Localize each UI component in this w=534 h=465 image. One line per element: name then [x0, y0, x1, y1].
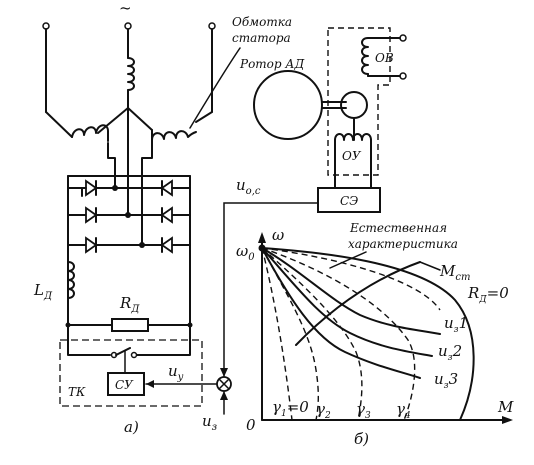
rotor-circle: [253, 70, 323, 140]
diode: [85, 236, 98, 254]
rd-zero-label: RД=0: [467, 284, 509, 305]
su-block: СУ: [107, 372, 145, 396]
diode: [85, 206, 98, 224]
uos-label: uо,с: [236, 176, 261, 197]
coil-middle: [127, 57, 135, 91]
se-block: СЭ: [317, 187, 381, 213]
tilde-label: ~: [119, 0, 132, 17]
tk-label: ТК: [68, 385, 86, 399]
uz3-curve: [261, 247, 421, 379]
omega-axis-label: ω: [272, 226, 284, 244]
m-axis-label: M: [497, 398, 514, 416]
gamma3-curve: [261, 247, 363, 421]
uz1-curve: [261, 247, 441, 335]
ld-label: LД: [33, 281, 53, 302]
uz2-label: uз2: [438, 342, 462, 363]
origin-label: 0: [246, 416, 256, 434]
gamma4-label: γ4: [396, 400, 411, 421]
rd-label: RД: [119, 294, 140, 315]
gamma3-label: γ3: [356, 400, 371, 421]
su-label: СУ: [115, 378, 134, 392]
natural-label-2: характеристика: [348, 237, 458, 251]
summing-junction: [216, 376, 232, 392]
mechanical-characteristics-graph: ω ω0 M 0 Естественная характеристика Mст…: [236, 221, 514, 448]
gamma5-curve: [261, 247, 441, 311]
uz2-curve: [261, 247, 433, 357]
resistor-rd: RД: [65, 294, 193, 332]
ov-label: ОВ: [375, 51, 394, 65]
diode: [160, 179, 173, 197]
natural-characteristic-curve: [261, 247, 475, 421]
uz-label: uз: [202, 412, 217, 433]
gamma2-curve: [261, 247, 319, 421]
natural-label-1: Естественная: [349, 221, 447, 235]
tk-dashed-block: [59, 339, 203, 407]
stator-label-2: статора: [232, 31, 291, 45]
stator-winding: ~: [42, 0, 216, 246]
uu-label: uу: [168, 362, 184, 383]
uz3-label: uз3: [434, 370, 458, 391]
mst-label: Mст: [439, 262, 470, 283]
gamma1-curve: [261, 247, 293, 421]
ou-winding: ОУ: [334, 117, 372, 189]
omega0-label: ω0: [236, 242, 255, 263]
inductor-ld: LД: [33, 261, 75, 302]
rotor-assembly: Ротор АД: [239, 57, 368, 140]
gamma4-curve: [261, 247, 416, 421]
transistor-switch: [67, 324, 191, 374]
dashed-generator-frame: [327, 27, 391, 176]
diode: [160, 206, 173, 224]
se-label: СЭ: [340, 194, 358, 208]
stator-label-1: Обмотка: [232, 15, 292, 29]
caption-a: а): [124, 418, 139, 436]
rectifier-bridge: [67, 175, 191, 326]
gamma2-label: γ2: [316, 400, 331, 421]
gamma1-label: γ1=0: [272, 398, 309, 419]
uz1-label: uз1: [444, 314, 468, 335]
mst-curve: [295, 261, 421, 346]
rotor-label: Ротор АД: [239, 57, 304, 71]
caption-b: б): [354, 430, 369, 448]
tachogenerator-circle: [340, 91, 368, 119]
ou-label: ОУ: [342, 149, 362, 163]
diode: [160, 236, 173, 254]
stator-leader: [189, 47, 241, 129]
ov-winding: ОВ: [361, 34, 407, 80]
